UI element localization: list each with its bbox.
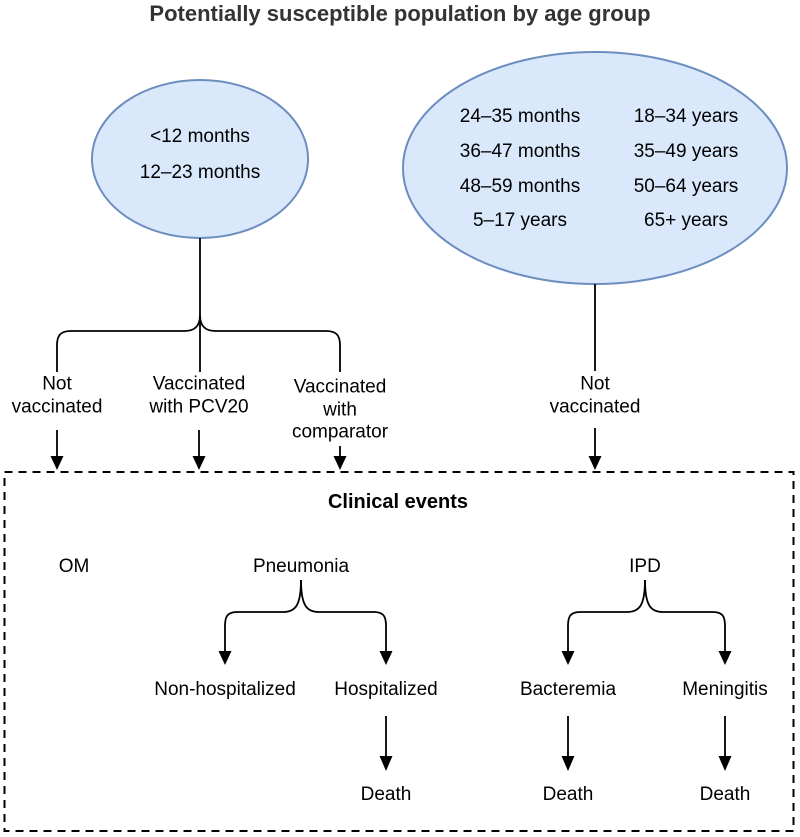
pneumonia-branch-right-arrow (300, 579, 393, 665)
older-age-group-7: 50–64 years (633, 175, 739, 197)
older-age-group-1: 24–35 months (459, 105, 581, 127)
older-age-group-5: 18–34 years (633, 105, 739, 127)
death-label-meningitis: Death (699, 783, 751, 805)
older-group-ellipse (402, 51, 788, 285)
infant-not-vaccinated-label: Not vaccinated (11, 373, 103, 418)
older-age-group-4: 5–17 years (472, 209, 568, 231)
pneumonia-label: Pneumonia (252, 555, 350, 577)
ipd-branch-left-arrow (561, 579, 646, 665)
clinical-events-title: Clinical events (327, 490, 469, 513)
clinical-events-box (3, 471, 795, 832)
pneumonia-branch-left-arrow (218, 579, 302, 665)
older-not-vaccinated-label: Not vaccinated (549, 373, 641, 418)
arrow-bacteremia-death (561, 716, 575, 771)
infant-comparator-label: Vaccinated with comparator (291, 376, 389, 443)
arrow-meningitis-death (718, 716, 732, 771)
infant-fan-right-connector (199, 314, 341, 372)
arrow-infant-pcv20 (192, 430, 206, 470)
bacteremia-label: Bacteremia (519, 678, 617, 700)
arrow-infant-not-vaccinated (50, 430, 64, 470)
infant-age-group-2: 12–23 months (139, 161, 261, 183)
older-age-group-3: 48–59 months (459, 175, 581, 197)
infant-age-group-1: <12 months (150, 125, 250, 147)
infant-pcv20-label: Vaccinated with PCV20 (149, 373, 249, 418)
older-age-group-2: 36–47 months (459, 140, 581, 162)
page-title: Potentially susceptible population by ag… (149, 0, 651, 26)
arrow-infant-comparator (333, 446, 347, 470)
om-label: OM (58, 555, 90, 577)
infant-group-ellipse (91, 79, 309, 239)
death-label-bacteremia: Death (542, 783, 594, 805)
meningitis-label: Meningitis (682, 678, 768, 700)
older-age-group-6: 35–49 years (633, 140, 739, 162)
arrow-hospitalized-death (379, 716, 393, 771)
arrow-older-not-vaccinated (588, 428, 602, 470)
older-age-group-8: 65+ years (644, 209, 728, 231)
non-hospitalized-label: Non-hospitalized (154, 678, 296, 700)
death-label-hospitalized: Death (360, 783, 412, 805)
ipd-branch-right-arrow (644, 579, 732, 665)
hospitalized-label: Hospitalized (334, 678, 438, 700)
ipd-label: IPD (629, 555, 661, 577)
infant-fan-left-connector (56, 314, 201, 372)
